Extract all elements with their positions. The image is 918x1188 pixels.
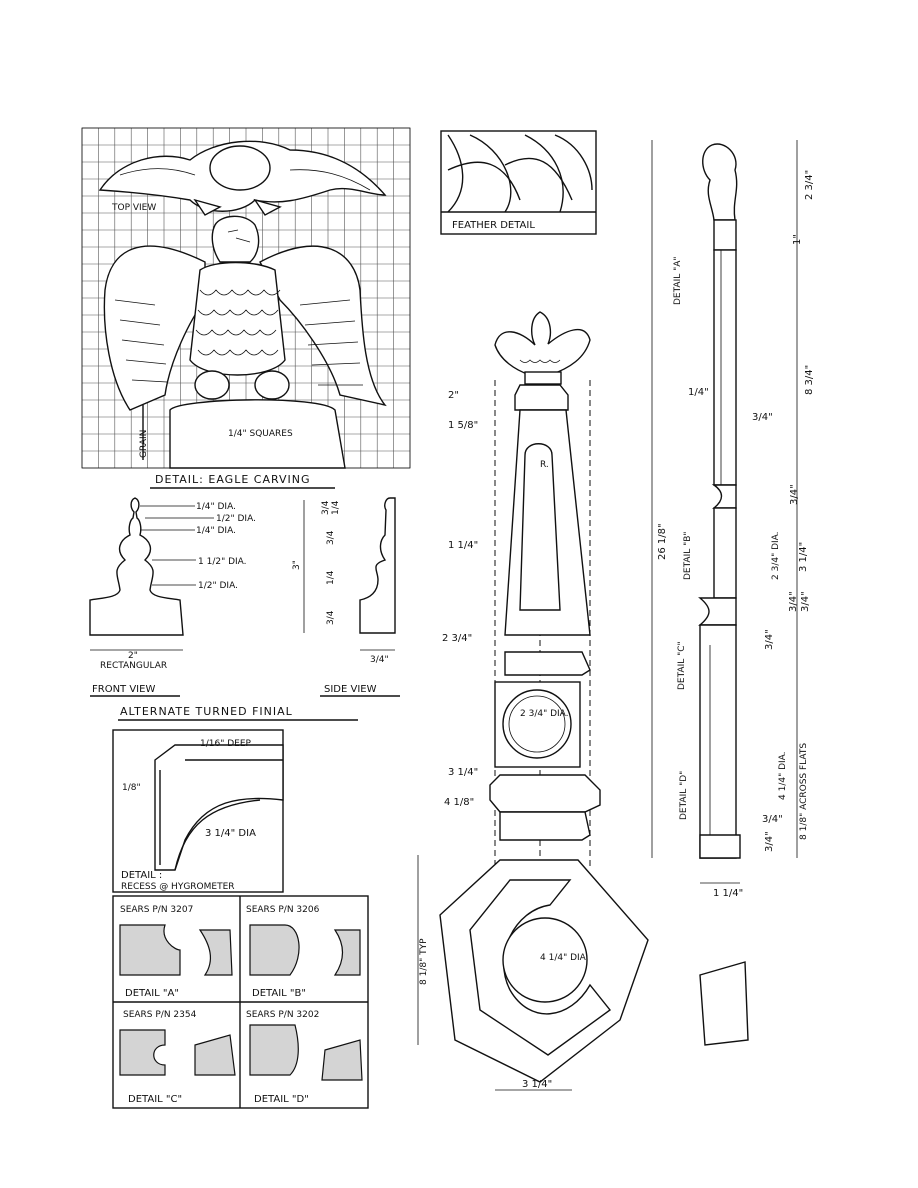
finial-side-b: 1/4 xyxy=(331,500,341,515)
feather-title: FEATHER DETAIL xyxy=(452,220,535,231)
section-dim-top: 2 3/4" xyxy=(804,170,815,200)
finial-dim-width: 2" xyxy=(128,651,138,661)
molding-c-detail: DETAIL "C" xyxy=(128,1094,182,1105)
assembly-dim-base-w: 3 1/4" xyxy=(522,1079,552,1090)
section-dim-3-4e: 3/4" xyxy=(764,629,775,650)
section-dim-total: 26 1/8" xyxy=(657,523,668,560)
section-detail-a: DETAIL "A" xyxy=(673,256,683,305)
eagle-carving-panel: TOP VIEW 1/4" SQUARES GRAIN DETAIL: EAGL… xyxy=(81,127,411,489)
assembly-dim-3-1-4: 3 1/4" xyxy=(448,767,478,778)
finial-side-e: 3/4 xyxy=(326,610,336,625)
section-dim-flats: 8 1/8" ACROSS FLATS xyxy=(799,743,809,840)
assembly-dim-4-1-8: 4 1/8" xyxy=(444,797,474,808)
section-dim-3-1-4: 3 1/4" xyxy=(798,542,809,572)
finial-dim-dia-top: 1/4" DIA. xyxy=(196,502,236,512)
molding-cell-d: SEARS P/N 3202 DETAIL "D" xyxy=(246,1010,363,1105)
octagon-base-part xyxy=(439,859,649,1083)
section-view: 26 1/8" 2 3/4" 1" 8 3/4" 1/4" 3/4" 3/4" … xyxy=(651,140,815,899)
squares-label: 1/4" SQUARES xyxy=(228,429,293,439)
eagle-front-view-drawing xyxy=(103,215,387,469)
finial-side-drawing xyxy=(359,497,396,634)
finial-side-width: 3/4" xyxy=(370,655,389,665)
finial-dim-rect: RECTANGULAR xyxy=(100,661,167,671)
finial-side-c: 3/4 xyxy=(326,530,336,545)
hygrometer-box-part xyxy=(494,681,581,768)
grain-label: GRAIN xyxy=(139,430,149,458)
section-profile xyxy=(698,143,741,859)
cap-block-part xyxy=(514,384,569,411)
finial-side-d: 1/4 xyxy=(326,570,336,585)
molding-cell-c: SEARS P/N 2354 DETAIL "C" xyxy=(119,1010,236,1105)
recess-side-label: 1/8" xyxy=(122,783,141,793)
molding-a-detail: DETAIL "A" xyxy=(125,988,179,999)
upper-molding-part xyxy=(504,651,591,676)
finial-side-a: 3/4 xyxy=(321,500,331,515)
base-molding-parts xyxy=(489,774,601,841)
eagle-top-view-drawing xyxy=(98,140,387,216)
eagle-title: DETAIL: EAGLE CARVING xyxy=(155,473,311,486)
finial-front-drawing xyxy=(89,497,184,636)
molding-d-detail: DETAIL "D" xyxy=(254,1094,309,1105)
section-dim-4-1-4: 4 1/4" DIA. xyxy=(778,751,788,800)
finial-dim-dia-1half: 1 1/2" DIA. xyxy=(198,557,247,567)
eagle-finial-part xyxy=(494,311,591,385)
section-dim-3-4g: 3/4" xyxy=(764,831,775,852)
moldings-table: SEARS P/N 3207 DETAIL "A" SEARS P/N 3206… xyxy=(112,895,369,1109)
molding-a-part: SEARS P/N 3207 xyxy=(120,905,193,915)
assembly-dim-r: R. xyxy=(540,460,549,470)
section-dim-3-4b: 3/4" xyxy=(789,484,800,505)
molding-d-part: SEARS P/N 3202 xyxy=(246,1010,319,1020)
exploded-assembly: 2" 1 5/8" R. 1 1/4" 2 3/4" 2 3/4" DIA. 3… xyxy=(417,311,749,1091)
front-view-label: FRONT VIEW xyxy=(92,684,155,695)
section-detail-b: DETAIL "B" xyxy=(683,531,693,580)
assembly-dim-base-dia: 4 1/4" DIA. xyxy=(540,953,589,963)
molding-c-part: SEARS P/N 2354 xyxy=(123,1010,197,1020)
section-dim-3-4d: 3/4" xyxy=(800,591,811,612)
finial-dim-dia-half2: 1/2" DIA. xyxy=(198,581,238,591)
top-view-label: TOP VIEW xyxy=(111,203,156,213)
molding-b-detail: DETAIL "B" xyxy=(252,988,306,999)
molding-cell-a: SEARS P/N 3207 DETAIL "A" xyxy=(119,905,233,999)
finial-dim-dia-half: 1/2" DIA. xyxy=(216,514,256,524)
section-dim-3-4c: 3/4" xyxy=(788,591,799,612)
section-dim-8-3-4: 8 3/4" xyxy=(804,365,815,395)
recess-deep-label: 1/16" DEEP xyxy=(200,739,252,749)
finial-title: ALTERNATE TURNED FINIAL xyxy=(120,705,293,718)
finial-dim-dia-quarter: 1/4" DIA. xyxy=(196,526,236,536)
section-detail-c: DETAIL "C" xyxy=(677,641,687,690)
assembly-dim-1-1-4: 1 1/4" xyxy=(448,540,478,551)
base-corner-piece xyxy=(699,961,749,1046)
section-dim-dia: 2 3/4" DIA. xyxy=(771,531,781,580)
molding-cell-b: SEARS P/N 3206 DETAIL "B" xyxy=(246,905,361,999)
section-dim-bottom: 1 1/4" xyxy=(713,888,743,899)
section-dim-1-4: 1/4" xyxy=(688,387,709,398)
section-dim-3-4f: 3/4" xyxy=(762,814,783,825)
assembly-dim-base-typ: 8 1/8" TYP xyxy=(419,938,429,985)
recess-desc-label: RECESS @ HYGROMETER xyxy=(121,882,235,892)
finial-dim-height: 3" xyxy=(292,560,302,570)
molding-b-part: SEARS P/N 3206 xyxy=(246,905,320,915)
assembly-dim-2-3-4: 2 3/4" xyxy=(442,633,472,644)
recess-detail-label: DETAIL : xyxy=(121,870,162,881)
assembly-dim-dia: 2 3/4" DIA. xyxy=(520,709,569,719)
side-view-label: SIDE VIEW xyxy=(324,684,377,695)
alternate-finial-panel: 1/4" DIA. 1/2" DIA. 1/4" DIA. 1 1/2" DIA… xyxy=(89,497,400,721)
assembly-dim-2: 2" xyxy=(448,390,459,401)
section-detail-d: DETAIL "D" xyxy=(679,771,689,820)
recess-dia-label: 3 1/4" DIA xyxy=(205,828,256,839)
section-dim-3-4a: 3/4" xyxy=(752,412,773,423)
tapered-column-part xyxy=(504,409,591,636)
section-dim-1: 1" xyxy=(792,234,803,245)
feather-detail-panel: FEATHER DETAIL xyxy=(440,130,597,235)
recess-detail-panel: 1/16" DEEP 1/8" 3 1/4" DIA DETAIL : RECE… xyxy=(112,729,284,893)
assembly-dim-1-5-8: 1 5/8" xyxy=(448,420,478,431)
